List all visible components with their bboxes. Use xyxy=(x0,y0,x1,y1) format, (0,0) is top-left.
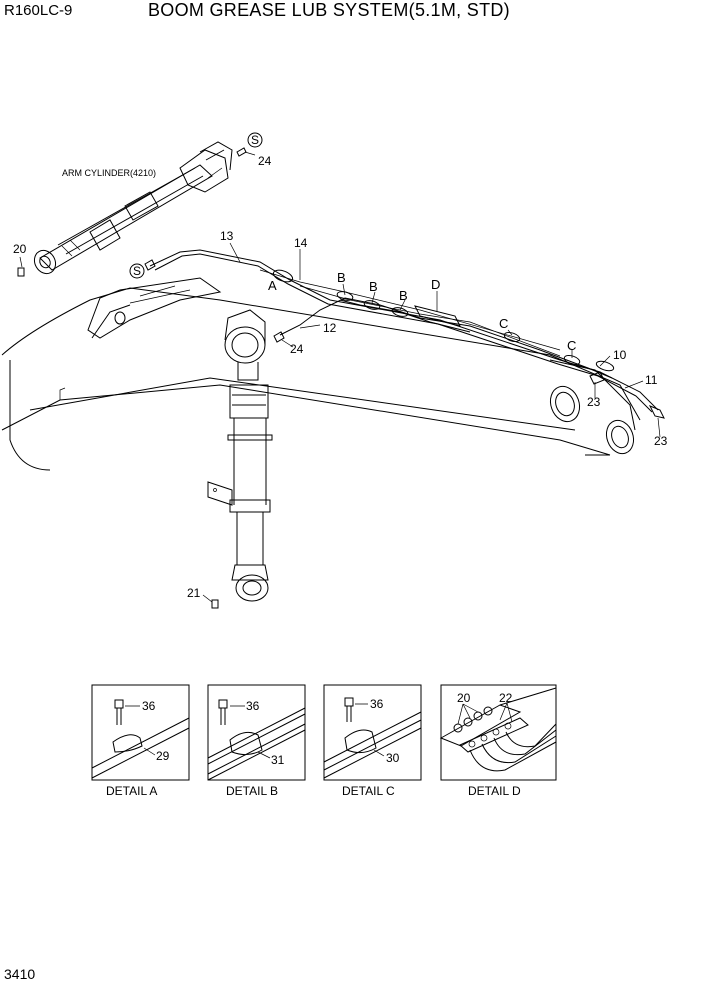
detail-marker-c2: C xyxy=(567,338,576,353)
callout-11: 11 xyxy=(645,373,658,387)
detail-b-part-36: 36 xyxy=(246,699,260,713)
s-symbol-circle-2 xyxy=(129,263,145,279)
callout-24-mid: 24 xyxy=(290,342,304,356)
grease-lines xyxy=(149,249,659,413)
boom xyxy=(1,277,641,471)
s-symbol-circle xyxy=(247,132,263,148)
s-symbol-2: S xyxy=(133,264,141,278)
detail-b-caption: DETAIL B xyxy=(226,784,278,798)
s-symbol-1: S xyxy=(251,133,259,147)
arm-cylinder xyxy=(33,141,233,275)
detail-c-part-30: 30 xyxy=(386,751,400,765)
detail-b: 36 31 xyxy=(207,684,306,781)
page-title: BOOM GREASE LUB SYSTEM(5.1M, STD) xyxy=(148,0,510,20)
callout-21: 21 xyxy=(187,586,201,600)
callout-23-a: 23 xyxy=(587,395,601,409)
detail-marker-b3: B xyxy=(399,288,408,303)
detail-a-part-29: 29 xyxy=(156,749,170,763)
detail-d: 20 22 xyxy=(439,684,557,781)
callout-20: 20 xyxy=(13,242,27,256)
detail-marker-a: A xyxy=(268,278,277,293)
detail-a-caption: DETAIL A xyxy=(106,784,157,798)
detail-b-part-31: 31 xyxy=(271,753,285,767)
detail-marker-d: D xyxy=(431,277,440,292)
detail-marker-b1: B xyxy=(337,270,346,285)
arm-cylinder-label: ARM CYLINDER(4210) xyxy=(62,168,156,178)
callout-10: 10 xyxy=(613,348,627,362)
callout-23-b: 23 xyxy=(654,434,668,448)
detail-a: 36 29 xyxy=(91,684,190,781)
callout-12: 12 xyxy=(323,321,337,335)
detail-c-part-36: 36 xyxy=(370,697,384,711)
detail-d-part-22: 22 xyxy=(499,691,513,705)
boom-cylinder xyxy=(207,309,273,602)
callout-13: 13 xyxy=(220,229,234,243)
callout-24-top: 24 xyxy=(258,154,272,168)
detail-marker-c1: C xyxy=(499,316,508,331)
detail-marker-b2: B xyxy=(369,279,378,294)
callout-14: 14 xyxy=(294,236,308,250)
detail-c-caption: DETAIL C xyxy=(342,784,395,798)
detail-d-caption: DETAIL D xyxy=(468,784,521,798)
detail-d-part-20: 20 xyxy=(457,691,471,705)
detail-a-part-36: 36 xyxy=(142,699,156,713)
page-number: 3410 xyxy=(4,966,36,982)
model-code: R160LC-9 xyxy=(4,2,73,19)
detail-c: 36 30 xyxy=(323,684,422,781)
